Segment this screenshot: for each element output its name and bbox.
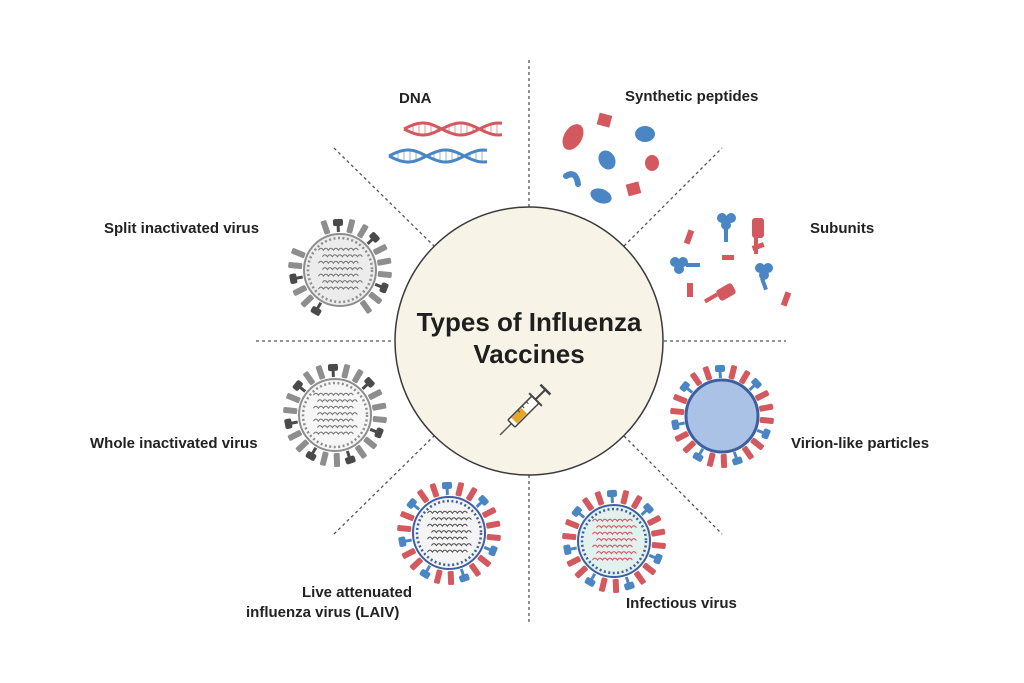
synthetic-peptides-icon [562,112,659,204]
label-whole-inactivated-virus: Whole inactivated virus [90,435,258,452]
title-line-2: Vaccines [473,339,585,369]
divider-lines [256,60,786,622]
label-synthetic-peptides: Synthetic peptides [625,88,759,105]
label-dna: DNA [399,90,432,107]
whole-inactivated-virus-icon [283,363,387,468]
subunits-icon [670,213,792,307]
label-split-inactivated-virus: Split inactivated virus [104,220,260,237]
label-subunits: Subunits [810,220,875,237]
dna-strands-icon [388,121,503,164]
split-inactivated-virus-icon [288,218,392,316]
syringe-icon [499,383,552,436]
page-title: Types of Influenza Vaccines [395,306,663,370]
label-infectious-virus: Infectious virus [626,595,737,612]
label-laiv-line2: influenza virus (LAIV) [246,604,400,621]
infectious-virus-icon [562,489,666,594]
title-line-1: Types of Influenza [416,307,642,337]
center-circle [394,206,664,476]
laiv-virus-icon [397,481,501,586]
virion-like-particle-icon [670,364,774,469]
label-virion-like-particles: Virion-like particles [791,435,930,452]
label-laiv-line1: Live attenuated [302,584,413,601]
